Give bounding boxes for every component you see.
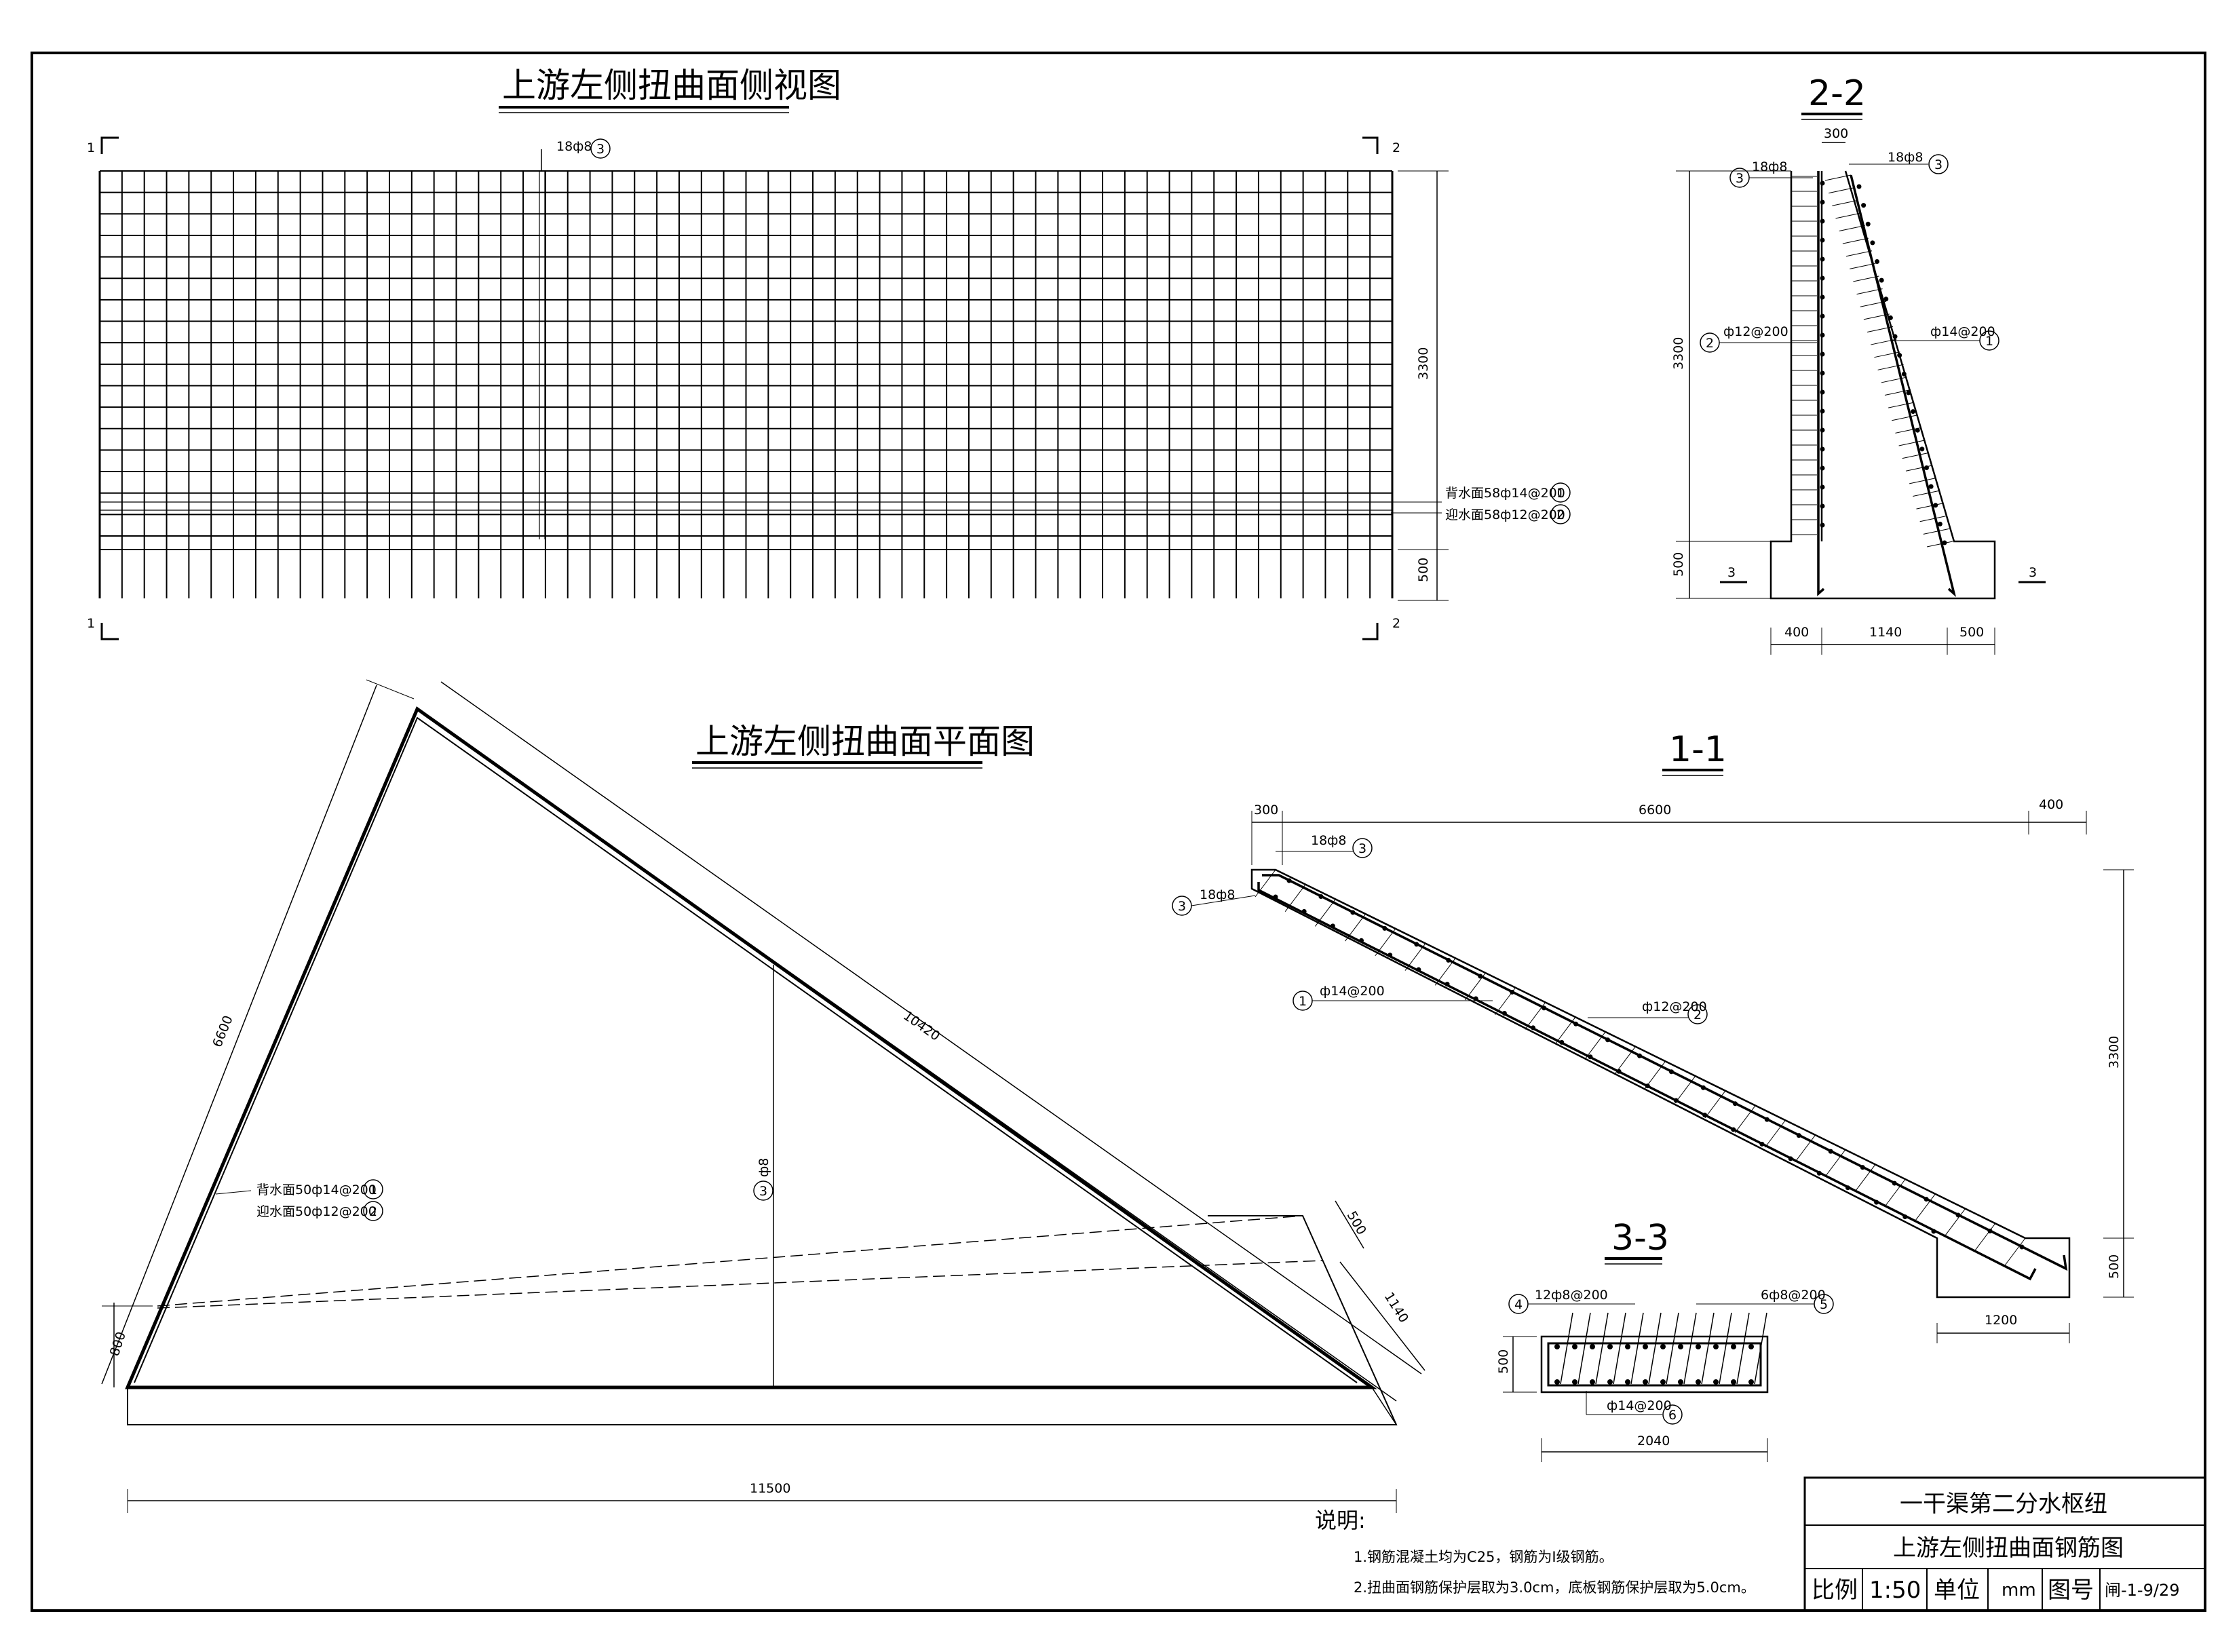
s22-width-right: 500: [1959, 625, 1984, 640]
s22-cut3-left: 3: [1727, 565, 1736, 580]
section-1-1-title: 1-1: [1669, 729, 1727, 770]
s22-bar3-left: 18ф8: [1752, 159, 1788, 174]
marker-3: 3: [596, 142, 605, 157]
section-2-2-title: 2-2: [1808, 73, 1866, 114]
s22-cut3-right: 3: [2029, 565, 2037, 580]
marker-2: 2: [1693, 1007, 1702, 1022]
s22-bar3-right: 18ф8: [1888, 150, 1924, 165]
section-3-3-title: 3-3: [1611, 1218, 1669, 1259]
plan-hyp-dim: 10420: [900, 1008, 942, 1044]
note-2: 2.扭曲面钢筋保护层取为3.0cm，底板钢筋保护层取为5.0cm。: [1354, 1579, 1755, 1596]
marker-2: 2: [1706, 336, 1714, 351]
tb-project: 一干渠第二分水枢纽: [1900, 1491, 2107, 1518]
marker-3: 3: [759, 1184, 767, 1199]
s33-bar5: 6ф8@200: [1761, 1288, 1826, 1303]
marker-6: 6: [1668, 1408, 1677, 1423]
side-base-dim: 500: [1416, 558, 1431, 582]
plan-500-dim: 500: [1344, 1209, 1369, 1237]
section-3-3: 3-3 4 12ф8@200 6ф8@200 5 ф14@200 6 500 2…: [1496, 1218, 1834, 1462]
s11-bar3-a: 18ф8: [1311, 833, 1347, 848]
s11-bar2: ф12@200: [1642, 999, 1707, 1014]
title-block: 一干渠第二分水枢纽 上游左侧扭曲面钢筋图 比例 1:50 单位 mm 图号 闸-…: [1803, 1476, 2206, 1612]
marker-1: 1: [1556, 486, 1565, 501]
marker-5: 5: [1820, 1297, 1828, 1312]
plan-side-dim: 6600: [210, 1014, 236, 1050]
notes: 说明: 1.钢筋混凝土均为C25，钢筋为Ⅰ级钢筋。 2.扭曲面钢筋保护层取为3.…: [1315, 1507, 1755, 1596]
s11-height: 3300: [2107, 1036, 2122, 1069]
side-view: 上游左侧扭曲面侧视图 1 2 1 2 18ф8 3 3300 500 背水面58…: [87, 66, 1571, 640]
plan-view-title: 上游左侧扭曲面平面图: [695, 722, 1035, 761]
tb-unit: mm: [2002, 1580, 2036, 1600]
s22-base: 500: [1671, 552, 1686, 577]
marker-2: 2: [369, 1204, 377, 1219]
side-view-rebar-grid: [98, 170, 1394, 598]
s22-top-width: 300: [1824, 126, 1848, 141]
section-1-1: 1-1 300 6600 400 3300 500 1200 18ф8 3: [1172, 729, 2134, 1343]
marker-1: 1: [1985, 334, 1993, 349]
marker-1: 1: [1299, 994, 1307, 1009]
side-height-dim: 3300: [1416, 347, 1431, 380]
side-bar2-label: 迎水面58ф12@200: [1445, 507, 1565, 522]
section-1-1-hatch: [1255, 869, 2026, 1266]
s33-width: 2040: [1637, 1434, 1670, 1448]
cut-label-2-bottom: 2: [1392, 616, 1400, 631]
tb-no: 闸-1-9/29: [2105, 1581, 2179, 1600]
marker-4: 4: [1514, 1297, 1523, 1312]
cut-label-2-top: 2: [1392, 140, 1400, 155]
plan-800-dim: 800: [107, 1330, 129, 1358]
plan-bar2: 迎水面50ф12@200: [256, 1204, 377, 1219]
side-bar1-label: 背水面58ф14@200: [1445, 486, 1565, 501]
tb-drawing: 上游左侧扭曲面钢筋图: [1893, 1535, 2124, 1562]
s11-base-width: 1200: [1985, 1313, 2017, 1328]
s22-width-mid: 1140: [1869, 625, 1902, 640]
plan-bar1: 背水面50ф14@200: [256, 1183, 377, 1197]
s11-bar3-b: 18ф8: [1200, 887, 1236, 902]
section-2-2-hatch: [1791, 174, 1953, 548]
plan-view: 上游左侧扭曲面平面图 6600 10420 3 ф8 背水面50ф14@200 …: [101, 679, 1425, 1513]
sheet-border: [31, 52, 2206, 1612]
s11-base: 500: [2107, 1254, 2122, 1279]
tb-no-label: 图号: [2048, 1577, 2094, 1604]
section-2-2: 2-2 300 3300 500 400 1140 500 3 3: [1671, 73, 2046, 655]
marker-3: 3: [1934, 157, 1943, 172]
marker-1: 1: [369, 1183, 377, 1197]
s11-dim-right: 400: [2039, 797, 2063, 812]
s22-bar2: ф12@200: [1723, 324, 1788, 339]
s33-bar6: ф14@200: [1607, 1398, 1672, 1413]
tb-unit-label: 单位: [1934, 1577, 1980, 1604]
note-1: 1.钢筋混凝土均为C25，钢筋为Ⅰ级钢筋。: [1354, 1549, 1613, 1565]
plan-mid-bar: ф8: [757, 1158, 771, 1177]
notes-heading: 说明:: [1315, 1507, 1366, 1533]
s11-bar1: ф14@200: [1320, 984, 1385, 999]
s33-bar4: 12ф8@200: [1535, 1288, 1608, 1303]
s22-width-left: 400: [1784, 625, 1809, 640]
marker-3: 3: [1736, 171, 1744, 186]
s22-bar1: ф14@200: [1930, 324, 1995, 339]
s11-dim-mid: 6600: [1639, 803, 1671, 818]
side-view-title: 上游左侧扭曲面侧视图: [502, 66, 841, 105]
s33-height: 500: [1496, 1349, 1511, 1374]
marker-3: 3: [1178, 899, 1186, 914]
tb-scale-label: 比例: [1812, 1577, 1858, 1604]
plan-total-dim: 11500: [750, 1481, 790, 1496]
s22-height: 3300: [1671, 337, 1686, 370]
marker-2: 2: [1556, 507, 1565, 522]
cut-label-1-bottom: 1: [87, 616, 95, 631]
cut-label-1-top: 1: [87, 140, 95, 155]
marker-3: 3: [1358, 841, 1366, 856]
side-top-bar-label: 18ф8: [556, 139, 592, 154]
s11-dim-left: 300: [1254, 803, 1278, 818]
tb-scale: 1:50: [1869, 1577, 1921, 1604]
